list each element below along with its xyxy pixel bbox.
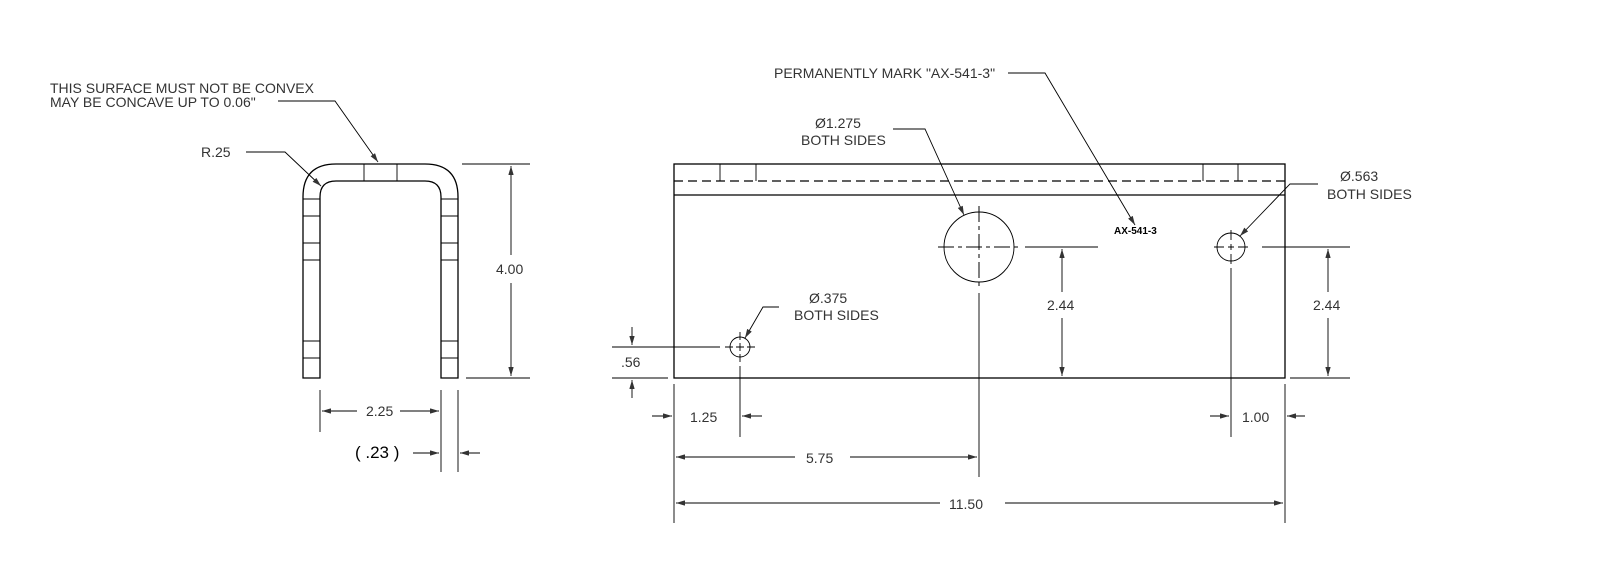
thickness-dim: ( .23 ): [355, 443, 399, 462]
large-hole-x-dim: 5.75: [806, 450, 833, 466]
small-hole-note: BOTH SIDES: [794, 307, 879, 323]
right-hole-x-dim: 1.00: [1242, 409, 1269, 425]
right-hole-note: BOTH SIDES: [1327, 186, 1412, 202]
mid-hole-height-dim: 2.44: [1047, 297, 1074, 313]
part-mark: AX-541-3: [1114, 226, 1157, 237]
height-dim: 4.00: [496, 261, 523, 277]
right-hole-dia: Ø.563: [1340, 168, 1378, 184]
small-hole-dia: Ø.375: [809, 290, 847, 306]
right-hole-height-dim: 2.44: [1313, 297, 1340, 313]
mark-callout: PERMANENTLY MARK "AX-541-3": [774, 65, 995, 81]
small-hole-height-dim: .56: [621, 354, 641, 370]
radius-label: R.25: [201, 144, 231, 160]
surface-note-line2: MAY BE CONCAVE UP TO 0.06": [50, 94, 256, 110]
large-hole-note: BOTH SIDES: [801, 132, 886, 148]
surface-note-line1: THIS SURFACE MUST NOT BE CONVEX: [50, 80, 315, 96]
end-view: THIS SURFACE MUST NOT BE CONVEX MAY BE C…: [50, 80, 530, 472]
small-hole-x-dim: 1.25: [690, 409, 717, 425]
large-hole-dia: Ø1.275: [815, 115, 861, 131]
inner-width-dim: 2.25: [366, 403, 393, 419]
overall-length-dim: 11.50: [949, 496, 983, 512]
side-view: AX-541-3 PERMANENTLY MARK "AX-541-3" Ø1.…: [612, 65, 1412, 523]
